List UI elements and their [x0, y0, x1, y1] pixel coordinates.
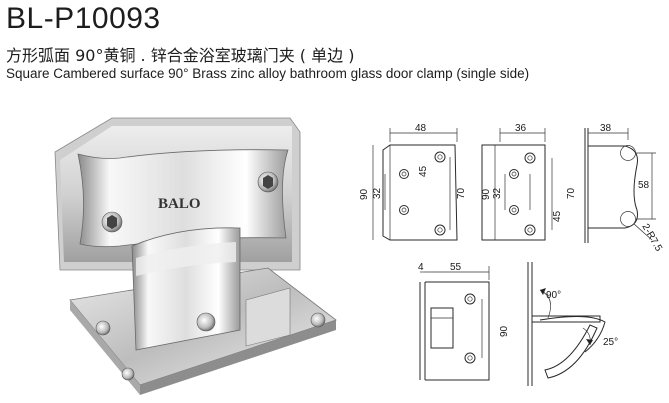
- screw-icon: [121, 367, 135, 381]
- dim-offset: 45: [552, 210, 563, 222]
- dim-hole-spacing: 32: [492, 187, 503, 199]
- dim-hole-spacing: 32: [372, 187, 383, 199]
- dim-height: 90: [359, 188, 370, 200]
- drawing-front-36: 36 90 32 45 70: [481, 123, 577, 241]
- drawing-side: 38 58 2-R7.5: [584, 123, 664, 254]
- drawing-front-48: 48 90 32 45 70: [359, 123, 467, 241]
- title-chinese: 方形弧面 90°黄铜 . 锌合金浴室玻璃门夹 ( 单边 ): [6, 46, 355, 65]
- dim-width: 48: [415, 123, 427, 134]
- title-english: Square Cambered surface 90° Brass zinc a…: [6, 66, 530, 81]
- dim-height: 90: [499, 325, 510, 337]
- dim-offset: 45: [418, 165, 429, 177]
- brand-logo: BALO: [158, 196, 201, 212]
- screw-icon: [95, 320, 111, 336]
- dim-thickness: 4: [418, 262, 424, 273]
- dim-height: 90: [481, 188, 492, 200]
- dim-radius: 2-R7.5: [639, 222, 664, 254]
- front-plate: [77, 149, 289, 248]
- angle-open: 90°: [546, 290, 561, 301]
- dim-inner-height: 70: [566, 187, 577, 199]
- angle-close: 25°: [603, 337, 618, 348]
- screw-icon: [310, 312, 326, 328]
- screw-icon: [196, 312, 216, 332]
- drawing-rotation: 90° 25°: [527, 262, 618, 386]
- drawing-bottom-front: 4 55 90: [418, 262, 510, 381]
- dim-width: 55: [450, 262, 462, 273]
- dim-inner-height: 70: [456, 187, 467, 199]
- dim-height: 58: [638, 180, 650, 191]
- model-number: BL-P10093: [6, 2, 161, 35]
- dim-width: 38: [600, 123, 612, 134]
- product-photo: BALO: [54, 117, 337, 395]
- dim-width: 36: [515, 123, 527, 134]
